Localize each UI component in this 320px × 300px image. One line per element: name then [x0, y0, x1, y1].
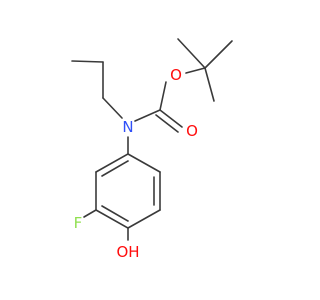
ring-bond-3 — [127, 209, 161, 229]
bond-tbu-o — [185, 67, 206, 74]
atom-label-ether-oxygen: O — [170, 66, 182, 84]
atom-label-hydroxyl: OH — [116, 243, 139, 261]
bond-propyl2-propyl3 — [71, 60, 104, 63]
bond-tbu-me3 — [204, 67, 215, 102]
ring-bond-4 — [95, 209, 129, 229]
atom-label-fluorine: F — [74, 214, 83, 232]
bond-tbu-me1 — [177, 38, 206, 69]
ring-bond-1 — [127, 153, 161, 173]
bond-ring-f — [83, 209, 97, 218]
ring-bond-6 — [95, 153, 129, 173]
atom-label-nitrogen: N — [122, 118, 133, 136]
structure-diagram: O O N F OH — [71, 38, 233, 261]
bond-n-propyl1 — [102, 97, 123, 119]
atom-label-carbonyl-oxygen: O — [186, 122, 198, 140]
ring-double-3 — [101, 160, 129, 177]
bond-carbonyl-n — [134, 109, 161, 122]
bond-co-double-a — [159, 109, 183, 128]
bond-tbu-me2 — [204, 40, 233, 69]
bond-co-double-b — [155, 114, 179, 133]
bond-o-carbonyl — [159, 81, 167, 111]
ring-double-2 — [101, 205, 129, 222]
